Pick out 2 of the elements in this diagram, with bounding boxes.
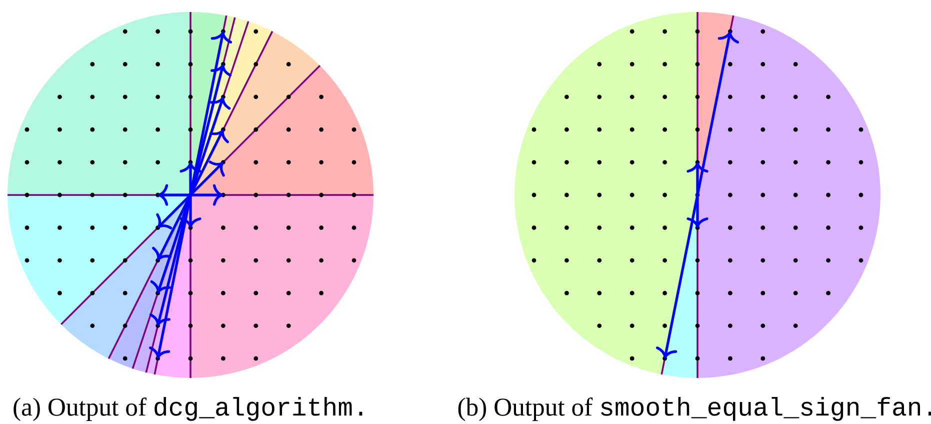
subcaption: (a) Output of dcg_algorithm. <box>14 396 362 421</box>
subcaption: (b) Output of smooth_equal_sign_fan. <box>458 396 931 421</box>
